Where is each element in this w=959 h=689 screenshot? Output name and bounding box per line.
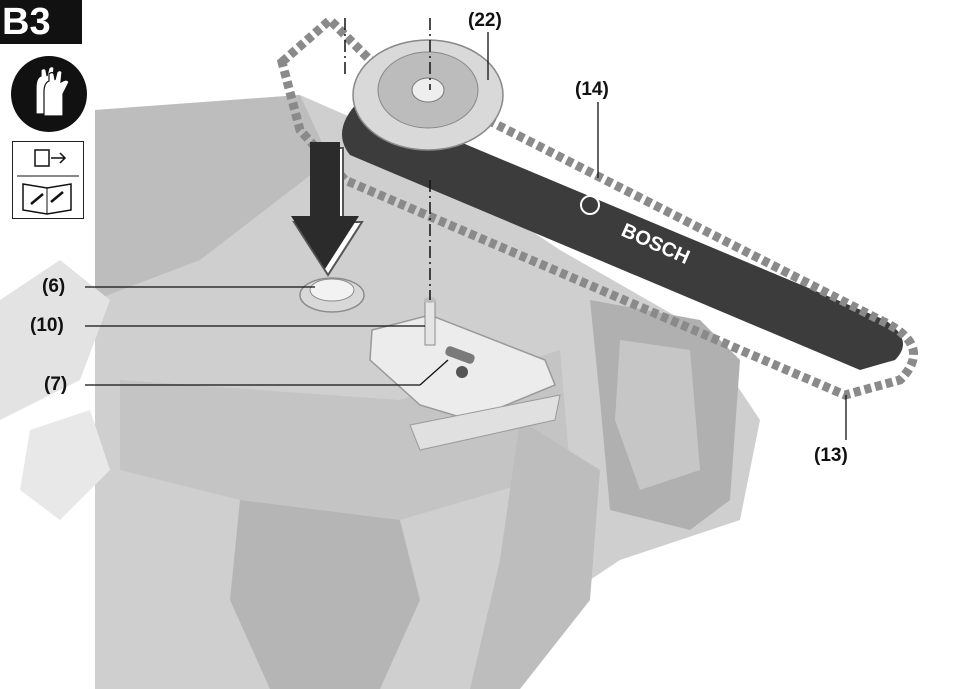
guide-bolt — [424, 297, 436, 346]
mounting-plate — [369, 314, 561, 451]
callout-14: (14) — [575, 79, 609, 100]
press-down-arrow — [291, 142, 364, 277]
callout-13: (13) — [814, 445, 848, 466]
clamping-knob — [299, 277, 365, 313]
sprocket-cover — [352, 39, 504, 151]
figure-badge: B3 — [0, 0, 82, 44]
saw-chain — [276, 13, 919, 400]
read-manual-icon — [12, 141, 84, 219]
callout-22: (22) — [468, 10, 502, 31]
protective-gloves-icon — [11, 56, 87, 132]
leader-lines — [85, 32, 847, 440]
bosch-logo-icon — [580, 195, 600, 215]
callout-7: (7) — [44, 374, 68, 395]
alignment-lines — [344, 18, 431, 300]
callout-10: (10) — [30, 315, 64, 336]
machine-body — [0, 95, 760, 689]
callout-6: (6) — [42, 276, 66, 297]
